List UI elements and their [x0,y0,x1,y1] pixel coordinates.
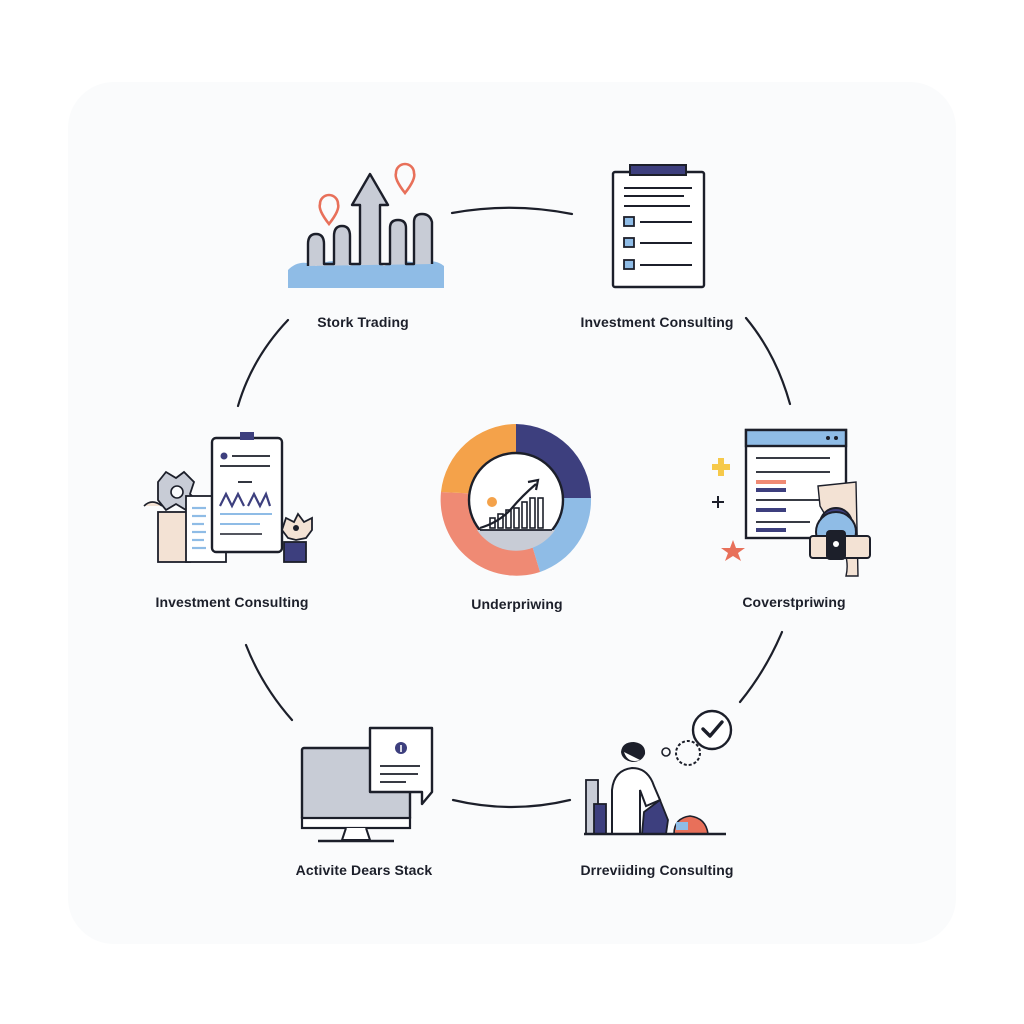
node-label-active-dealers: Activite Dears Stack [295,862,433,878]
arc-top [450,206,574,216]
node-label-investment-consulting-top: Investment Consulting [580,314,734,330]
person-checkmark-icon [584,709,733,836]
node-label-providing-consulting: Drreviiding Consulting [580,862,734,878]
donut-growth-chart-icon [440,424,592,576]
node-label-investment-consulting-left: Investment Consulting [155,594,309,610]
cycle-arcs [236,206,792,809]
node-label-overpricing: Coverstpriwing [742,594,846,610]
arc-top-left [236,318,290,408]
clipboard-checklist-icon [611,164,706,289]
monitor-message-icon [300,726,434,843]
arc-bottom [451,798,572,809]
stock-chart-icon [288,162,444,288]
node-label-center: Underpriwing [471,596,563,612]
arc-bottom-left [244,643,294,722]
secure-browser-icon [712,428,871,577]
node-label-stock-trading: Stork Trading [317,314,409,330]
tablet-report-icon [143,432,313,563]
arc-bottom-right [738,630,784,704]
arc-top-right [744,316,792,406]
